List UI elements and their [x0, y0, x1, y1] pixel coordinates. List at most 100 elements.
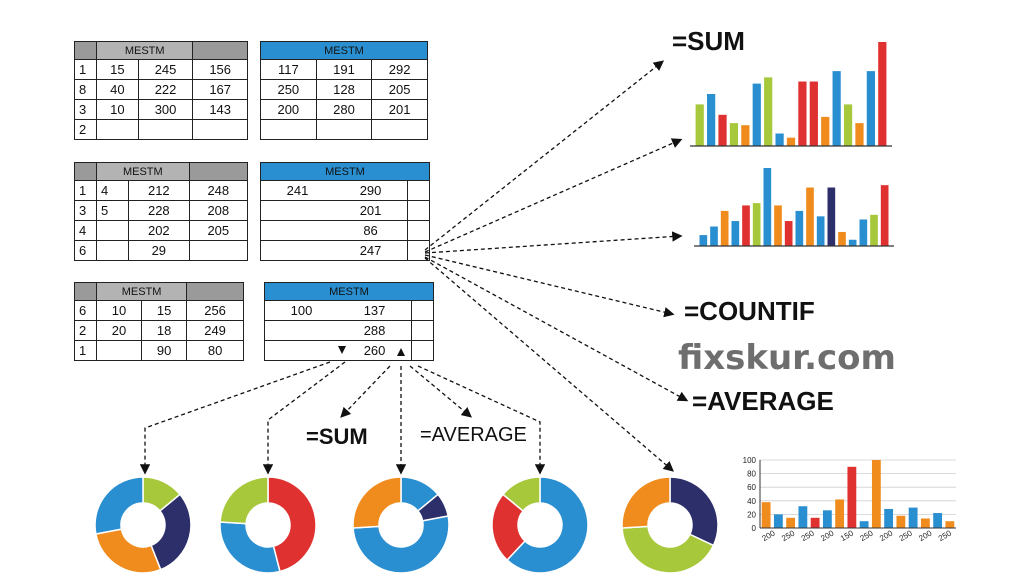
donut-charts: [94, 476, 719, 574]
table-title: MESTM: [96, 162, 190, 181]
bar: [784, 221, 793, 246]
donut-slice: [219, 521, 281, 574]
table-row: 4 202 205: [74, 220, 249, 241]
bar: [832, 71, 841, 146]
brand-watermark: fixskur.com: [678, 338, 896, 378]
bar: [764, 77, 773, 146]
bar: [775, 133, 784, 146]
table-row: 247: [260, 240, 430, 261]
y-tick-label: 100: [743, 456, 757, 465]
data-table-1: MESTM 1 15 245 156 8 40 222 167 3 10 300…: [74, 41, 248, 140]
table-cell[interactable]: 117: [260, 59, 317, 80]
table-cell[interactable]: [188, 240, 249, 261]
arrow-to-donut-4: [417, 365, 546, 475]
bar: [822, 510, 832, 528]
x-tick-label: 250: [780, 528, 797, 543]
table-cell[interactable]: 205: [371, 79, 428, 100]
arrow-to-donut-2: [262, 361, 346, 475]
table-cell[interactable]: 201: [371, 99, 428, 120]
table-cell[interactable]: 292: [371, 59, 428, 80]
arrow-to-top-chart: [424, 138, 683, 253]
bar: [821, 116, 830, 146]
table-cell[interactable]: [260, 240, 335, 261]
table-cell[interactable]: 15: [96, 59, 139, 80]
donut-slice: [506, 476, 589, 574]
table-row: 8 40 222 167: [74, 79, 248, 100]
table-cell[interactable]: 250: [260, 79, 317, 100]
data-table-4: MESTM 241 290 201 86 247: [260, 162, 430, 261]
arrow-down-right: [424, 257, 674, 472]
donut-slice: [219, 476, 269, 525]
header-cell: [188, 162, 249, 181]
table-cell[interactable]: 2: [74, 119, 97, 140]
bar: [795, 210, 804, 246]
table-cell[interactable]: 10: [96, 99, 139, 120]
bar: [798, 81, 807, 146]
table-cell[interactable]: 29: [128, 240, 190, 261]
arrow-to-countif: [424, 254, 675, 318]
table-title: MESTM: [260, 41, 428, 60]
table-cell[interactable]: [411, 340, 434, 361]
bar: [710, 226, 718, 246]
donut-slice: [621, 476, 671, 529]
table-cell[interactable]: 137: [338, 300, 413, 321]
table-cell[interactable]: 260: [338, 340, 413, 361]
bar: [763, 168, 772, 246]
table-cell[interactable]: 4: [95, 180, 130, 201]
table-row: 260: [264, 340, 434, 361]
bar: [866, 71, 875, 146]
table-row: [260, 119, 428, 140]
arrow-to-sum: [424, 60, 665, 251]
table-cell[interactable]: 256: [186, 300, 244, 321]
table-cell[interactable]: 156: [192, 59, 248, 80]
table-header-row: MESTM: [260, 41, 428, 60]
x-tick-label: 250: [859, 528, 876, 543]
bar: [880, 185, 889, 246]
bar: [933, 513, 943, 528]
x-tick-label: 250: [898, 528, 915, 543]
data-table-5: MESTM 6 10 15 256 2 20 18 249 1 90 80: [74, 282, 244, 361]
table-title: MESTM: [95, 41, 194, 60]
table-cell[interactable]: 15: [141, 300, 188, 321]
donut-slice: [352, 476, 402, 529]
table-cell[interactable]: 212: [128, 180, 190, 201]
bar: [843, 104, 853, 146]
donut-slice: [94, 528, 162, 574]
sum-formula-label: =SUM: [672, 26, 745, 56]
bar: [871, 460, 881, 528]
table-cell[interactable]: 208: [188, 200, 249, 221]
donut-slice: [669, 476, 719, 547]
bar: [884, 508, 894, 528]
table-cell[interactable]: 90: [141, 340, 188, 361]
table-row: 1 4 212 248: [74, 180, 249, 201]
donut-slice: [150, 493, 192, 571]
table-cell[interactable]: [264, 340, 339, 361]
table-title: MESTM: [264, 282, 434, 301]
table-cell[interactable]: [407, 240, 430, 261]
table-cell[interactable]: [96, 119, 139, 140]
table-row: 6 29: [74, 240, 249, 261]
table-cell[interactable]: [192, 119, 248, 140]
bar: [786, 137, 796, 146]
table-header-row: MESTM: [260, 162, 430, 181]
table-cell[interactable]: [371, 119, 428, 140]
table-cell[interactable]: 222: [137, 79, 194, 100]
table-row: 2: [74, 119, 248, 140]
table-cell[interactable]: [95, 240, 130, 261]
data-table-2: MESTM 117 191 292 250 128 205 200 280 20…: [260, 41, 428, 140]
bar: [699, 235, 708, 246]
x-tick-label: 200: [878, 528, 895, 543]
bar: [773, 514, 783, 528]
y-tick-label: 80: [747, 470, 756, 479]
table-row: 6 10 15 256: [74, 300, 244, 321]
down-arrow-icon: [338, 346, 346, 354]
donut-slice: [501, 476, 541, 513]
table-row: 241 290: [260, 180, 430, 201]
x-tick-label: 150: [839, 528, 856, 543]
bar: [752, 83, 761, 146]
table-row: 3 10 300 143: [74, 99, 248, 120]
table-cell[interactable]: 80: [186, 340, 244, 361]
bar: [908, 507, 918, 528]
table-row: 200 280 201: [260, 99, 428, 120]
